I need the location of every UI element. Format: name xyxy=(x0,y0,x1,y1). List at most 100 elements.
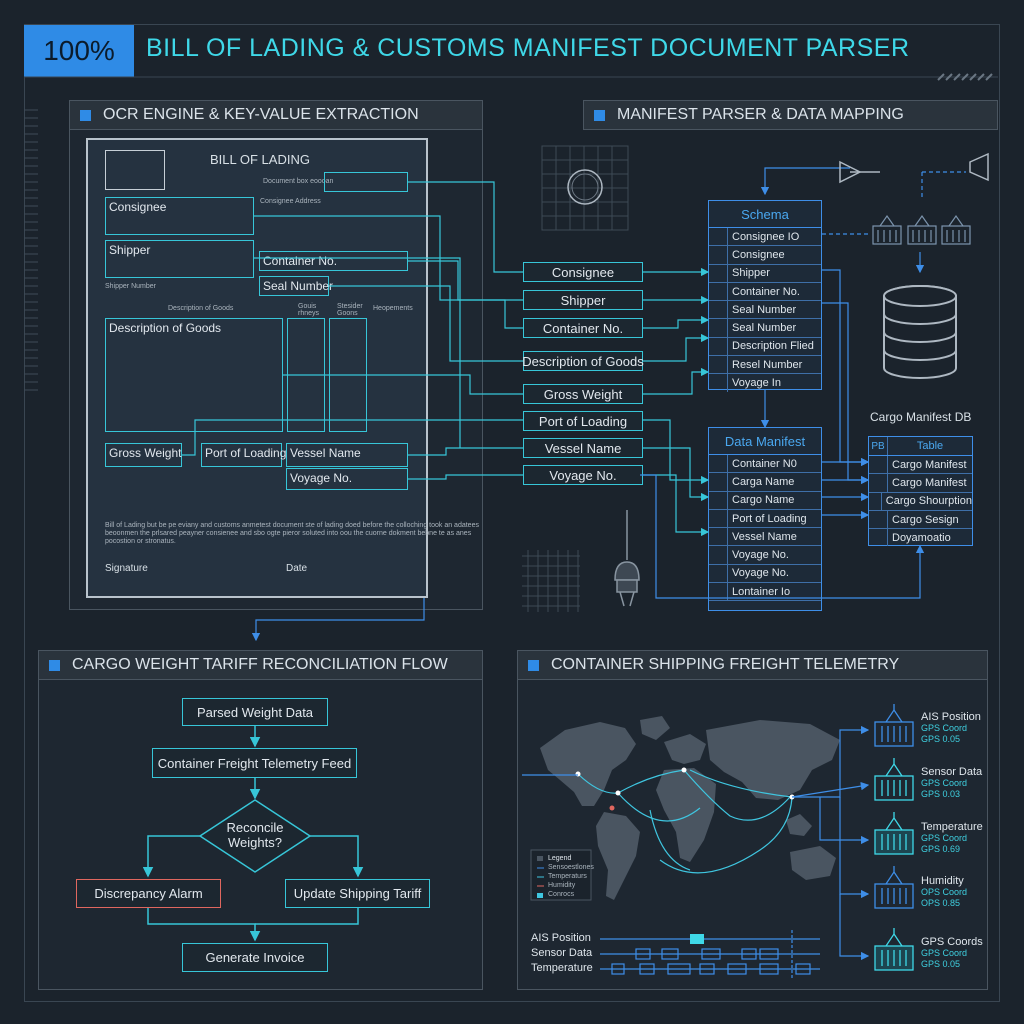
doc-number-field[interactable] xyxy=(324,172,408,192)
shipping-routes xyxy=(577,769,793,874)
table-row[interactable]: Cargo Name xyxy=(709,491,821,510)
port-markers xyxy=(575,767,795,800)
reconcile-decision-diamond[interactable] xyxy=(198,799,312,873)
legend-item: Conrocs xyxy=(548,891,575,898)
generate-invoice-node[interactable]: Generate Invoice xyxy=(182,943,328,972)
table-row[interactable]: Description Flied xyxy=(709,337,821,357)
discrepancy-alarm-node[interactable]: Discrepancy Alarm xyxy=(76,879,221,908)
telemetry-timeline xyxy=(600,930,820,978)
table-row[interactable]: Cargo Manifest xyxy=(869,474,972,493)
table-row[interactable]: Voyage No. xyxy=(709,546,821,565)
legend-item: Sensoestlones xyxy=(548,864,594,871)
cargo-db-pk-label: PB xyxy=(869,437,888,455)
panel-marker-icon xyxy=(528,659,539,671)
table-row[interactable]: Consignee IO xyxy=(709,228,821,247)
cargo-db-table-label: Table xyxy=(916,440,944,452)
container-line1: GPS Coord xyxy=(921,723,968,733)
table-row[interactable]: Container N0 xyxy=(709,455,821,474)
voyage-no-field[interactable]: Voyage No. xyxy=(286,468,408,490)
camera-icon xyxy=(839,152,989,184)
container-reading-sensor[interactable]: Sensor Data GPS Coord GPS 0.03 xyxy=(921,766,982,800)
extracted-container-no[interactable]: Container No. xyxy=(523,318,643,338)
table-row[interactable]: Consignee xyxy=(709,246,821,265)
gross-weight-field[interactable]: Gross Weight xyxy=(105,443,182,467)
shipper-field[interactable]: Shipper xyxy=(105,240,254,278)
timeline-label-sensor: Sensor Data xyxy=(531,947,593,959)
cargo-db-title: Cargo Manifest DB xyxy=(870,410,972,424)
telemetry-panel-title: CONTAINER SHIPPING FREIGHT TELEMETRY xyxy=(551,656,900,673)
description-field[interactable]: Description of Goods xyxy=(105,318,283,432)
desc-column-header: Description of Goods xyxy=(168,305,234,312)
scanner-reticle-icon xyxy=(541,145,629,231)
container-label: Temperature xyxy=(921,821,983,833)
consignee-field[interactable]: Consignee xyxy=(105,197,254,235)
database-icon xyxy=(883,285,957,379)
scanner-lens-icon xyxy=(567,169,603,205)
table-row[interactable]: Carga Name xyxy=(709,473,821,492)
table-row[interactable]: Cargo Shourption xyxy=(869,492,972,511)
container-reading-humidity[interactable]: Humidity OPS Coord OPS 0.85 xyxy=(921,875,967,909)
container-label: Sensor Data xyxy=(921,766,983,778)
table-row[interactable]: Lontainer Io xyxy=(709,583,821,602)
ocr-panel-title: OCR ENGINE & KEY-VALUE EXTRACTION xyxy=(103,106,419,123)
telemetry-feed-node[interactable]: Container Freight Telemetry Feed xyxy=(152,748,357,778)
timeline-cursor[interactable] xyxy=(690,934,704,944)
beacon-icon xyxy=(614,510,640,607)
container-icon xyxy=(874,866,914,909)
table-row[interactable]: Seal Number xyxy=(709,319,821,338)
parsed-weight-node[interactable]: Parsed Weight Data xyxy=(182,698,328,726)
table-row[interactable]: Doyamoatio xyxy=(869,529,972,547)
schema-table-title: Schema xyxy=(709,201,821,228)
extracted-consignee[interactable]: Consignee xyxy=(523,262,643,282)
table-row[interactable]: Container No. xyxy=(709,282,821,302)
table-row[interactable]: Port of Loading xyxy=(709,509,821,529)
outer-frame xyxy=(24,24,1000,1002)
col4-header: Heopements xyxy=(373,305,413,312)
panel-marker-icon xyxy=(49,659,60,671)
legend-item: Temperaturs xyxy=(548,873,587,880)
container-reading-gps[interactable]: GPS Coords GPS Coord GPS 0.05 xyxy=(921,936,983,970)
container-line1: OPS Coord xyxy=(921,887,968,897)
container-reading-temperature[interactable]: Temperature GPS Coord GPS 0.69 xyxy=(921,821,983,855)
date-label: Date xyxy=(286,563,308,574)
extracted-port-of-loading[interactable]: Port of Loading xyxy=(523,411,643,431)
table-row[interactable]: Resel Number xyxy=(709,356,821,375)
seal-number-field[interactable]: Seal Number xyxy=(259,276,333,296)
table-row[interactable]: Shipper xyxy=(709,264,821,283)
extracted-voyage-no[interactable]: Voyage No. xyxy=(523,465,643,485)
container-icon xyxy=(874,758,914,801)
vessel-name-field[interactable]: Vessel Name xyxy=(286,443,408,467)
container-line2: GPS 0.03 xyxy=(921,789,961,799)
extracted-vessel-name[interactable]: Vessel Name xyxy=(523,438,643,458)
table-row[interactable]: Cargo Manifest xyxy=(869,456,972,475)
page-title: BILL OF LADING & CUSTOMS MANIFEST DOCUME… xyxy=(146,34,910,62)
table-row[interactable]: Cargo Sesign xyxy=(869,510,972,530)
update-tariff-node[interactable]: Update Shipping Tariff xyxy=(285,879,430,908)
reconcile-panel-header: CARGO WEIGHT TARIFF RECONCILIATION FLOW xyxy=(38,650,483,680)
container-label: GPS Coords xyxy=(921,936,983,948)
extracted-gross-weight[interactable]: Gross Weight xyxy=(523,384,643,404)
timeline-label-temperature: Temperature xyxy=(531,962,593,974)
container-icon xyxy=(874,928,914,971)
table-row[interactable]: Vessel Name xyxy=(709,528,821,547)
container-label: AIS Position xyxy=(921,711,981,723)
port-of-loading-field[interactable]: Port of Loading xyxy=(201,443,286,467)
container-stack-icon xyxy=(872,214,971,245)
container-line2: GPS 0.69 xyxy=(921,844,961,854)
table-row[interactable]: Voyage No. xyxy=(709,564,821,584)
zoom-indicator[interactable]: 100% xyxy=(24,25,134,77)
container-line1: GPS Coord xyxy=(921,778,968,788)
container-label: Humidity xyxy=(921,875,964,887)
extracted-shipper[interactable]: Shipper xyxy=(523,290,643,310)
extracted-description[interactable]: Description of Goods xyxy=(522,351,644,371)
table-row[interactable]: Voyage In xyxy=(709,374,821,392)
ocr-panel-header: OCR ENGINE & KEY-VALUE EXTRACTION xyxy=(69,100,483,130)
cargo-db-table: PB Table Cargo Manifest Cargo Manifest C… xyxy=(868,436,973,547)
container-reading-ais[interactable]: AIS Position GPS Coord GPS 0.05 xyxy=(921,711,981,745)
table-row[interactable]: Seal Number xyxy=(709,301,821,320)
